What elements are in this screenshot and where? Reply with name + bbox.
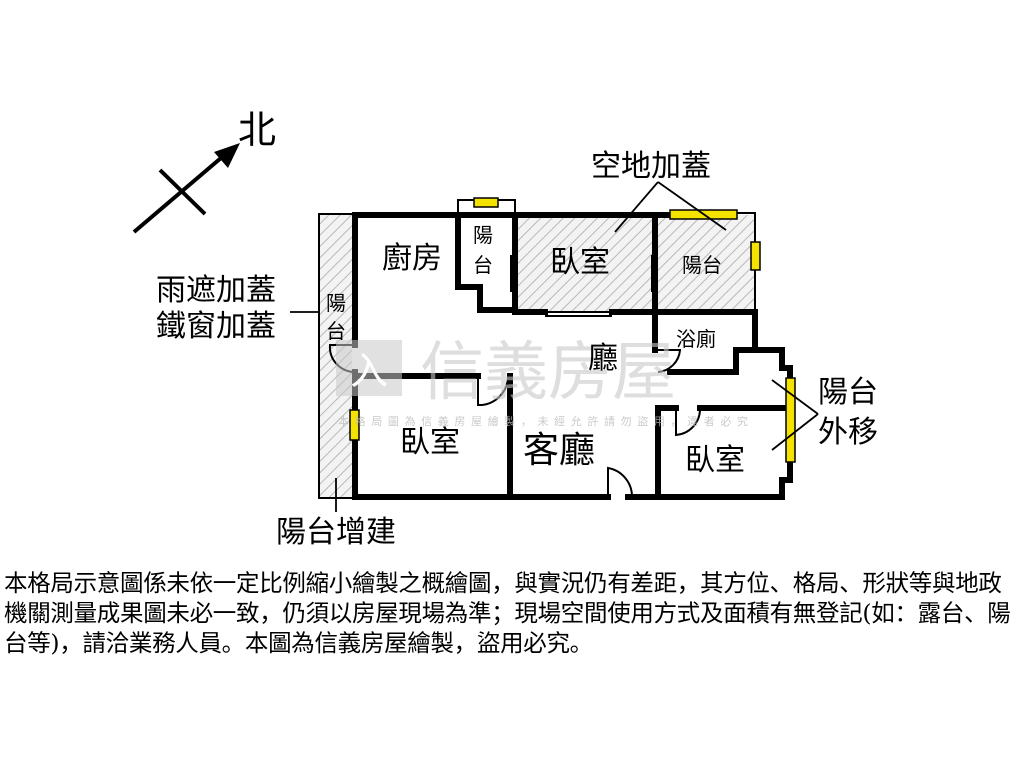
bathroom-south-wall-a [733,347,793,371]
annotation-balcony-moved-line1: 陽台 [818,375,878,410]
entry-door [607,466,634,498]
annotation-rain-cover-line2: 鐵窗加蓋 [156,309,276,344]
room-bedroom-sw: 臥室 [400,425,460,460]
balcony-ne-hatch [655,215,755,311]
bedroom-north-hatch [515,215,655,311]
annotation-balcony-moved-line2: 外移 [818,415,878,450]
leader-vacant-addition-a [614,181,659,233]
annotations: 空地加蓋 雨遮加蓋 鐵窗加蓋 陽台 外移 陽台增建 [156,149,878,550]
watermark-notice: 本格局圖為信義房屋繪製，未經允許請勿盜用，違者必究 [338,414,748,428]
room-bathroom: 浴廁 [676,327,716,351]
compass: 北 [132,108,276,234]
room-balcony-ne: 陽台 [682,253,722,277]
annotation-vacant-addition: 空地加蓋 [591,149,711,184]
room-bedroom-se: 臥室 [685,443,745,478]
bathroom-door [655,349,682,373]
window-bedroom-sw-west [349,409,360,441]
annotation-rain-cover-line1: 雨遮加蓋 [156,273,276,308]
window-balcony-ne-east [750,241,761,271]
leader-balcony-moved-a [771,379,819,415]
disclaimer-text: 本格局示意圖係未依一定比例縮小繪製之概繪圖，與實況仍有差距，其方位、格局、形狀等… [4,569,1011,657]
room-living-room: 客廳 [523,430,595,471]
compass-cross-bar [158,168,207,216]
room-west-balcony-top: 陽 [326,291,346,315]
bedroom-sw-door [477,376,509,407]
leader-balcony-moved-b [771,413,819,451]
watermark-logo-char: 入 [350,349,388,393]
room-small-balcony-bottom: 台 [473,253,493,277]
watermark-brand: 信義房屋 [420,336,676,410]
annotation-balcony-extension: 陽台增建 [276,515,396,550]
watermark: 入 信義房屋 本格局圖為信義房屋繪製，未經允許請勿盜用，違者必究 [336,336,748,428]
compass-north-label: 北 [238,108,276,152]
room-small-balcony-top: 陽 [473,223,493,247]
floor-plan: 北 [132,108,878,550]
room-labels: 廚房 陽 台 臥室 陽台 浴廁 廳 客廳 臥室 臥室 陽 台 [326,223,745,478]
window-bedroom-se-east [785,377,796,463]
leader-vacant-addition-b [657,181,727,231]
room-west-balcony-bottom: 台 [326,319,346,343]
partitions [510,255,653,317]
bedroom-se-door [675,408,701,437]
window-small-balcony [473,197,499,208]
small-balcony-wall [455,212,518,313]
ne-balcony-outline [737,212,756,310]
room-bedroom-north: 臥室 [550,245,610,280]
watermark-logo [336,340,402,396]
compass-arrow-head [214,143,240,168]
room-hall: 廳 [588,341,618,376]
room-kitchen: 廚房 [382,241,442,276]
